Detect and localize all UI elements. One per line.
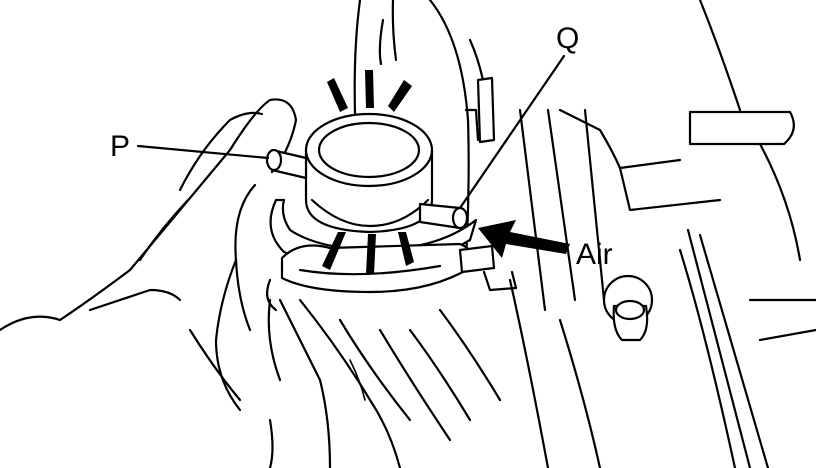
leader-line-p xyxy=(136,144,270,160)
leader-line-q xyxy=(458,54,566,210)
hand-outline xyxy=(0,98,502,468)
airflow-marks-bottom xyxy=(322,232,414,274)
label-q: Q xyxy=(556,22,579,55)
port-p xyxy=(265,148,308,180)
label-p: P xyxy=(110,130,130,163)
background-structure xyxy=(353,0,816,468)
vacuum-canister xyxy=(304,112,434,234)
port-q xyxy=(418,202,469,230)
air-arrow xyxy=(478,220,570,258)
airflow-marks-top xyxy=(327,70,412,112)
label-air: Air xyxy=(576,238,613,271)
